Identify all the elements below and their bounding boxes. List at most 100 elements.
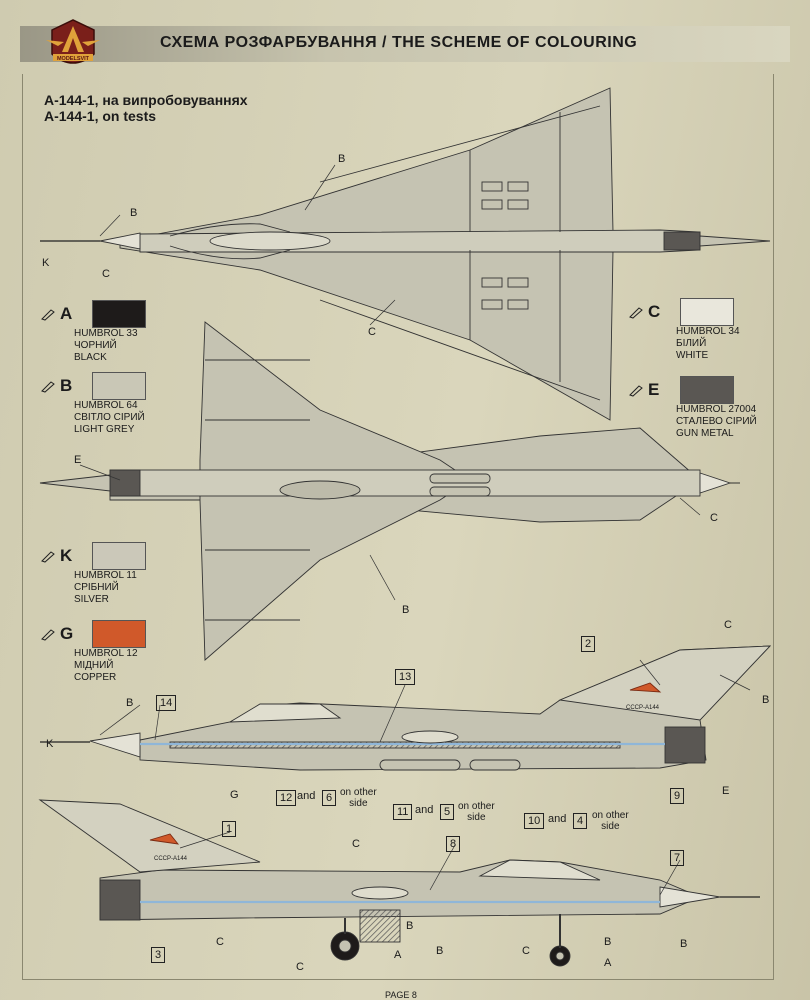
color-name-ua: ЧОРНИЙ bbox=[74, 340, 117, 351]
other-side-line1: on other bbox=[592, 810, 629, 821]
color-name-en: WHITE bbox=[676, 350, 709, 361]
callout-a: A bbox=[394, 949, 402, 961]
callout-b: B bbox=[680, 938, 688, 950]
decal-number: 12 bbox=[276, 790, 297, 806]
callout-b: B bbox=[126, 697, 134, 709]
modelsvit-logo: MODELSVIT bbox=[46, 19, 100, 64]
port-side-view bbox=[38, 799, 760, 967]
subtitle-en: A-144-1, on tests bbox=[44, 108, 157, 124]
callout-c: C bbox=[216, 936, 224, 948]
brush-icon bbox=[41, 551, 55, 563]
color-code: HUMBROL 27004 bbox=[676, 404, 757, 415]
color-name-en: BLACK bbox=[74, 352, 107, 363]
color-key-a: A HUMBROL 33 ЧОРНИЙ BLACK bbox=[40, 300, 146, 364]
color-swatch-gun-metal bbox=[680, 376, 734, 404]
and-label: and bbox=[548, 813, 567, 825]
callout-k: K bbox=[46, 738, 54, 750]
other-side-line1: on other bbox=[340, 787, 377, 798]
decal-number: 3 bbox=[151, 947, 166, 963]
svg-text:MODELSVIT: MODELSVIT bbox=[57, 56, 90, 62]
subtitle-ua: А-144-1, на випробовуваннях bbox=[44, 92, 248, 108]
callout-b: B bbox=[762, 694, 770, 706]
decal-number: 13 bbox=[395, 669, 416, 685]
callout-c: C bbox=[522, 945, 530, 957]
page-number: PAGE 8 bbox=[385, 990, 417, 1000]
callout-g: G bbox=[230, 789, 239, 801]
callout-b: B bbox=[130, 207, 138, 219]
other-side-line2: side bbox=[601, 821, 620, 832]
other-side-line1: on other bbox=[458, 801, 495, 812]
and-label: and bbox=[415, 804, 434, 816]
color-letter: G bbox=[60, 624, 74, 643]
callout-c: C bbox=[368, 326, 376, 338]
bottom-view bbox=[39, 321, 740, 661]
and-label: and bbox=[297, 790, 316, 802]
decal-number: 11 bbox=[393, 804, 413, 820]
leader-lines bbox=[79, 164, 751, 896]
decal-number: 4 bbox=[573, 813, 588, 829]
color-code: HUMBROL 11 bbox=[74, 570, 137, 581]
callout-k: K bbox=[42, 257, 50, 269]
other-side-note: on other side bbox=[592, 810, 629, 832]
callout-c: C bbox=[710, 512, 718, 524]
other-side-note: on other side bbox=[340, 787, 377, 809]
other-side-note: on other side bbox=[458, 801, 495, 823]
brush-icon bbox=[41, 309, 55, 321]
color-name-ua: БІЛИЙ bbox=[676, 338, 707, 349]
brush-icon bbox=[41, 629, 55, 641]
header-bar bbox=[20, 26, 790, 62]
brush-icon bbox=[41, 381, 55, 393]
color-name-ua: СВІТЛО СІРИЙ bbox=[74, 412, 145, 423]
callout-c: C bbox=[352, 838, 360, 850]
color-name-en: COPPER bbox=[74, 672, 117, 683]
callout-c: C bbox=[102, 268, 110, 280]
color-letter: E bbox=[648, 380, 660, 399]
decal-number: 14 bbox=[156, 695, 177, 711]
starboard-side-view bbox=[40, 645, 772, 771]
color-letter: A bbox=[60, 304, 73, 323]
color-swatch-light-grey bbox=[92, 372, 146, 400]
color-key-k: K HUMBROL 11 СРІБНИЙ SILVER bbox=[40, 542, 146, 606]
callout-a: A bbox=[604, 957, 612, 969]
color-code: HUMBROL 33 bbox=[74, 328, 138, 339]
color-name-ua: СРІБНИЙ bbox=[74, 582, 119, 593]
brush-icon bbox=[629, 307, 643, 319]
color-key-g: G HUMBROL 12 МІДНИЙ COPPER bbox=[40, 620, 146, 684]
callout-b: B bbox=[604, 936, 612, 948]
color-swatch-white bbox=[680, 298, 734, 326]
serial-marking: СССР-А144 bbox=[154, 856, 188, 862]
top-view bbox=[40, 87, 771, 421]
decal-number: 5 bbox=[440, 804, 455, 820]
color-code: HUMBROL 34 bbox=[676, 326, 740, 337]
color-letter: B bbox=[60, 376, 73, 395]
page-frame bbox=[22, 74, 774, 980]
callout-e: E bbox=[722, 785, 730, 797]
callout-b: B bbox=[338, 153, 346, 165]
color-name-en: GUN METAL bbox=[676, 428, 734, 439]
color-swatch-black bbox=[92, 300, 146, 328]
other-side-line2: side bbox=[349, 798, 368, 809]
color-letter: K bbox=[60, 546, 73, 565]
color-name-ua: МІДНИЙ bbox=[74, 660, 114, 671]
decal-number: 9 bbox=[670, 788, 685, 804]
callout-b: B bbox=[402, 604, 410, 616]
color-code: HUMBROL 64 bbox=[74, 400, 138, 411]
callout-c: C bbox=[296, 961, 304, 973]
color-code: HUMBROL 12 bbox=[74, 648, 138, 659]
callout-b: B bbox=[436, 945, 444, 957]
color-key-b: B HUMBROL 64 СВІТЛО СІРИЙ LIGHT GREY bbox=[40, 372, 146, 436]
decal-number: 7 bbox=[670, 850, 685, 866]
serial-marking: СССР-А144 bbox=[626, 705, 660, 711]
decal-number: 1 bbox=[222, 821, 237, 837]
brush-icon bbox=[629, 385, 643, 397]
callout-b: B bbox=[406, 920, 414, 932]
callout-c: C bbox=[724, 619, 732, 631]
color-key-c: C HUMBROL 34 БІЛИЙ WHITE bbox=[628, 298, 740, 362]
color-swatch-copper bbox=[92, 620, 146, 648]
color-swatch-silver bbox=[92, 542, 146, 570]
color-key-e: E HUMBROL 27004 СТАЛЕВО СІРИЙ GUN METAL bbox=[628, 376, 757, 440]
decal-number: 8 bbox=[446, 836, 461, 852]
page-title: СХЕМА РОЗФАРБУВАННЯ / THE SCHEME OF COLO… bbox=[160, 34, 638, 51]
